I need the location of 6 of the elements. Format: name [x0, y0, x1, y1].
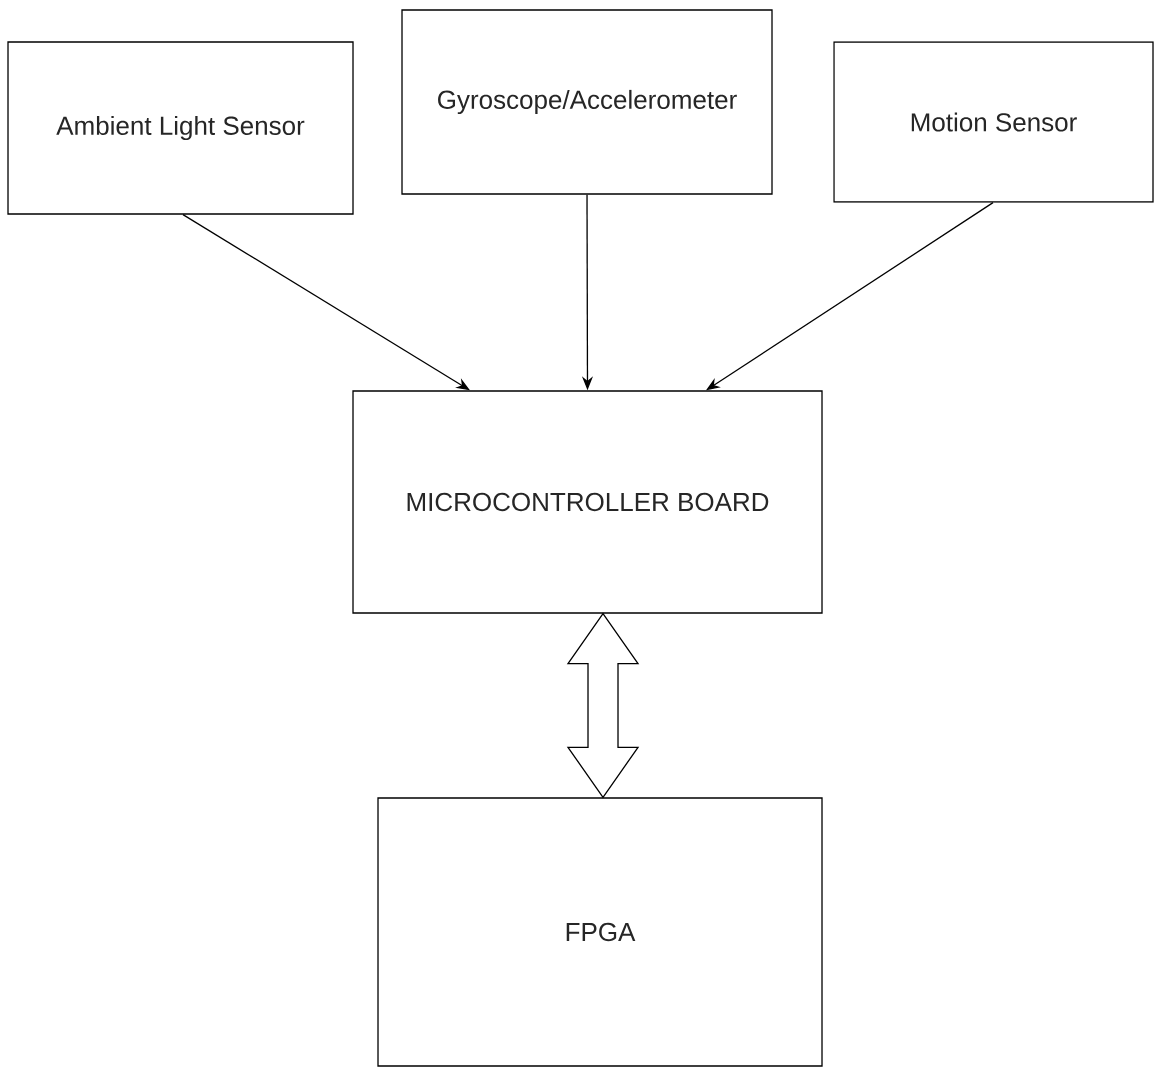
block-box: Gyroscope/Accelerometer	[401, 9, 773, 195]
arrow	[182, 214, 470, 391]
block-box: Ambient Light Sensor	[7, 41, 354, 215]
block-box: FPGA	[377, 797, 823, 1067]
block-box: MICROCONTROLLER BOARD	[352, 390, 823, 614]
block-box: Motion Sensor	[833, 41, 1154, 203]
